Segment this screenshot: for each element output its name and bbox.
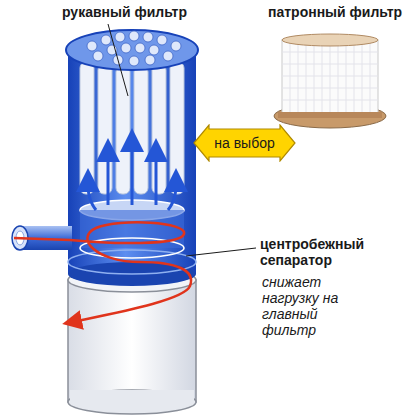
- choice-text: на выбор: [214, 135, 275, 151]
- part-label: центробежный сепаратор: [260, 236, 410, 268]
- part-label: рукавный фильтр: [62, 4, 187, 20]
- choice-arrow: на выбор: [193, 128, 296, 158]
- part-label: патронный фильтр: [268, 4, 402, 20]
- arrow-outline: [194, 125, 295, 161]
- note-text: снижает нагрузку на главный фильтр: [262, 274, 370, 338]
